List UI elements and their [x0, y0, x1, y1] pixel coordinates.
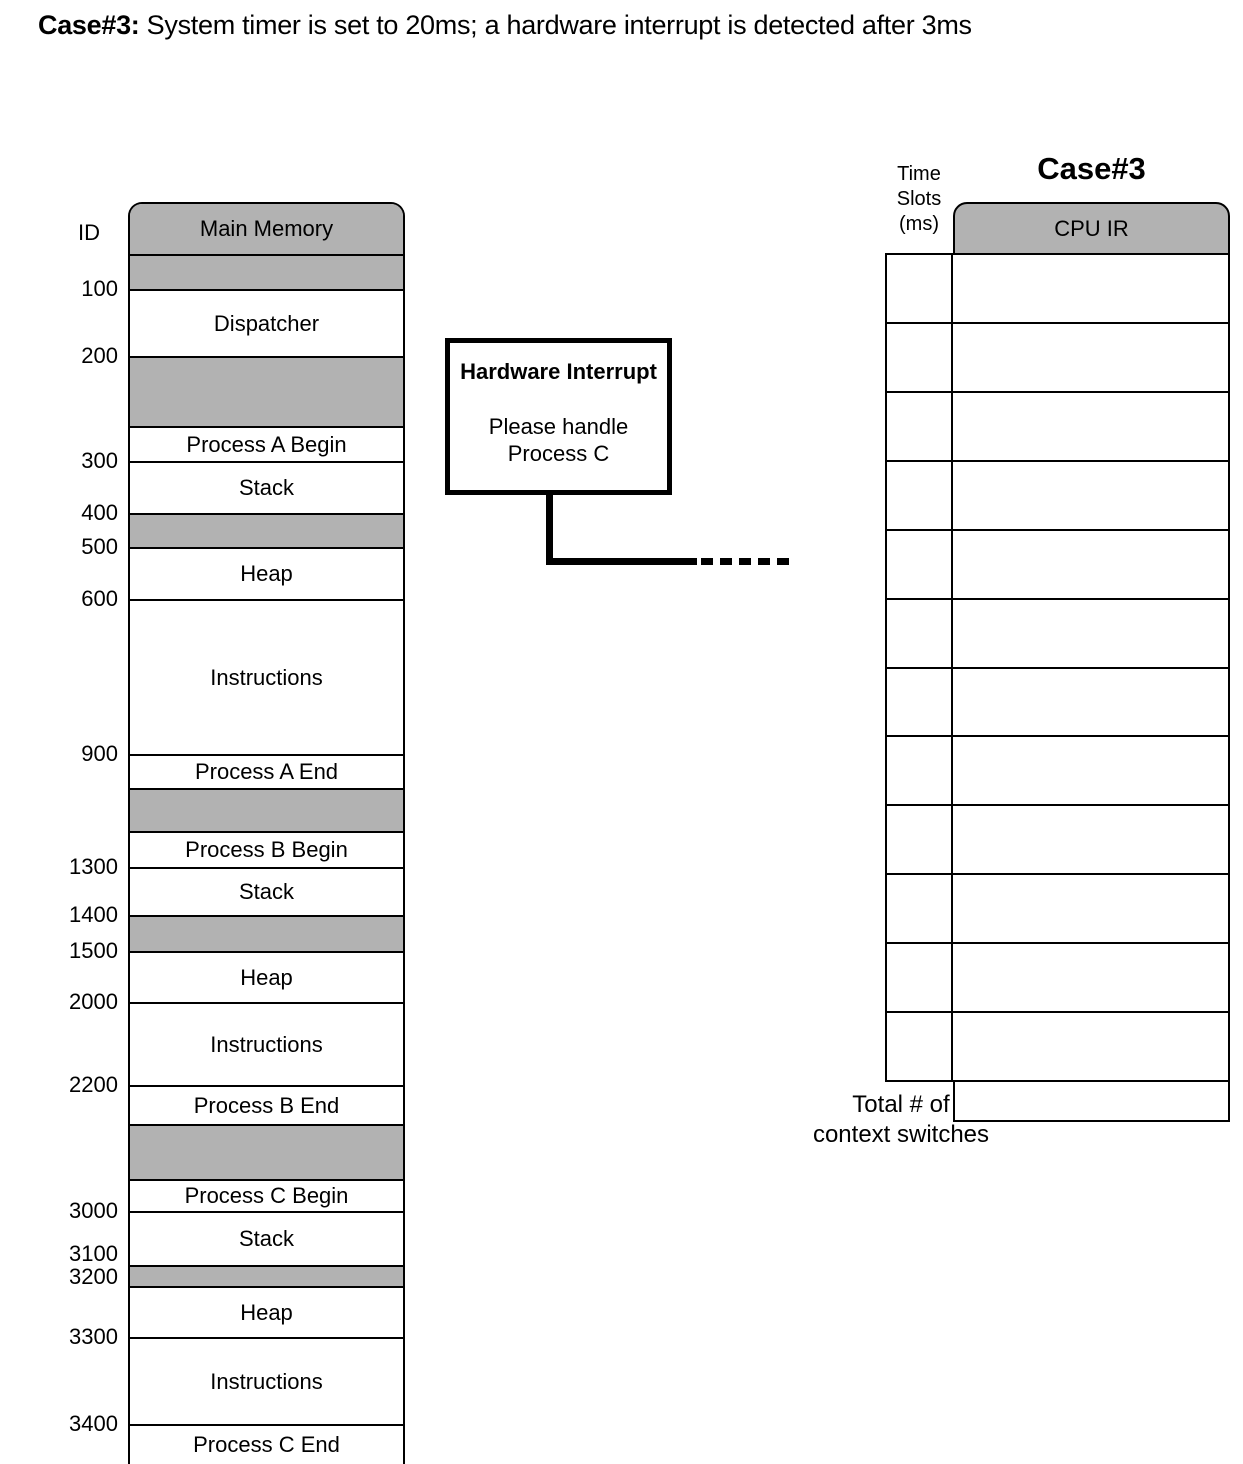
time-slot-cell[interactable] — [887, 392, 953, 460]
memory-id-label: 200 — [81, 343, 118, 368]
memory-gap — [130, 356, 403, 426]
memory-gap — [130, 915, 403, 951]
memory-gap — [130, 1265, 403, 1286]
table-row — [887, 873, 1228, 943]
table-row — [887, 1011, 1228, 1081]
hardware-interrupt-title: Hardware Interrupt — [460, 359, 657, 384]
memory-id-label: 2200 — [69, 1072, 118, 1097]
memory-id-label: 600 — [81, 586, 118, 611]
memory-id-label: 2000 — [69, 989, 118, 1014]
interrupt-connector-vertical-line — [546, 493, 553, 565]
memory-process-b-instructions: Instructions — [130, 1002, 403, 1085]
cpu-ir-cell[interactable] — [953, 1013, 1228, 1080]
memory-id-label: 300 — [81, 448, 118, 473]
time-slot-cell[interactable] — [887, 737, 953, 805]
page-title-case-label: Case#3: — [38, 10, 140, 40]
memory-process-c-stack: Stack — [130, 1211, 403, 1265]
memory-id-label: 500 — [81, 534, 118, 559]
time-slots-label: Time Slots (ms) — [896, 163, 942, 235]
time-slot-cell[interactable] — [887, 1013, 953, 1081]
time-slot-cell[interactable] — [887, 875, 953, 943]
table-row — [887, 528, 1228, 598]
interrupt-connector-horizontal-line — [546, 558, 697, 565]
time-slot-cell[interactable] — [887, 255, 953, 322]
table-row — [887, 804, 1228, 874]
memory-process-a-begin: Process A Begin — [130, 426, 403, 461]
total-context-switches-box[interactable] — [953, 1080, 1230, 1122]
cpu-ir-cell[interactable] — [953, 531, 1228, 598]
hardware-interrupt-callout: Hardware Interrupt Please handle Process… — [445, 338, 672, 495]
time-slot-cell[interactable] — [887, 323, 953, 391]
table-row — [887, 321, 1228, 391]
cpu-ir-cell[interactable] — [953, 944, 1228, 1011]
cpu-ir-header: CPU IR — [953, 202, 1230, 255]
memory-process-b-heap: Heap — [130, 951, 403, 1002]
memory-id-label: 3000 — [69, 1198, 118, 1223]
memory-process-c-begin: Process C Begin — [130, 1179, 403, 1211]
table-row — [887, 597, 1228, 667]
memory-process-b-begin: Process B Begin — [130, 831, 403, 867]
cpu-ir-cell[interactable] — [953, 255, 1228, 322]
time-slot-cell[interactable] — [887, 461, 953, 529]
cpu-ir-cell[interactable] — [953, 806, 1228, 873]
memory-process-a-end: Process A End — [130, 754, 403, 788]
total-context-switches-label: Total # of context switches — [812, 1091, 990, 1148]
memory-gap — [130, 254, 403, 289]
memory-id-label: 1300 — [69, 854, 118, 879]
cpu-ir-cell[interactable] — [953, 462, 1228, 529]
page-title: Case#3: System timer is set to 20ms; a h… — [38, 10, 972, 41]
table-row — [887, 459, 1228, 529]
memory-process-a-stack: Stack — [130, 461, 403, 513]
time-slot-cell[interactable] — [887, 806, 953, 874]
memory-id-label: 1500 — [69, 938, 118, 963]
memory-id-label: 1400 — [69, 902, 118, 927]
schedule-title: Case#3 — [1037, 151, 1146, 186]
memory-gap — [130, 513, 403, 547]
memory-process-b-stack: Stack — [130, 867, 403, 915]
cpu-ir-cell[interactable] — [953, 737, 1228, 804]
time-slot-cell[interactable] — [887, 599, 953, 667]
table-row — [887, 735, 1228, 805]
time-slot-cell[interactable] — [887, 668, 953, 736]
memory-id-label: 100 — [81, 276, 118, 301]
cpu-schedule-table — [885, 253, 1230, 1082]
memory-id-label: 900 — [81, 741, 118, 766]
time-slot-cell[interactable] — [887, 944, 953, 1012]
table-row — [887, 390, 1228, 460]
table-row — [887, 942, 1228, 1012]
cpu-ir-cell[interactable] — [953, 875, 1228, 942]
memory-id-header: ID — [78, 220, 100, 245]
cpu-ir-cell[interactable] — [953, 393, 1228, 460]
table-row — [887, 666, 1228, 736]
memory-process-c-heap: Heap — [130, 1286, 403, 1337]
memory-id-label: 3400 — [69, 1411, 118, 1436]
cpu-ir-cell[interactable] — [953, 669, 1228, 736]
time-slot-cell[interactable] — [887, 530, 953, 598]
memory-id-label: 3100 — [69, 1241, 118, 1266]
memory-process-a-instructions: Instructions — [130, 599, 403, 754]
table-row — [887, 255, 1228, 322]
memory-process-c-end: Process C End — [130, 1424, 403, 1464]
memory-id-label: 3300 — [69, 1324, 118, 1349]
memory-process-a-heap: Heap — [130, 547, 403, 599]
page-title-text: System timer is set to 20ms; a hardware … — [139, 10, 972, 40]
memory-gap — [130, 788, 403, 831]
memory-id-label: 3200 — [69, 1264, 118, 1289]
memory-id-label: 400 — [81, 500, 118, 525]
interrupt-connector-dashed-line — [701, 558, 790, 565]
memory-process-b-end: Process B End — [130, 1085, 403, 1124]
memory-gap — [130, 1124, 403, 1179]
cpu-ir-cell[interactable] — [953, 324, 1228, 391]
cpu-ir-cell[interactable] — [953, 600, 1228, 667]
memory-process-c-instructions: Instructions — [130, 1337, 403, 1424]
memory-header: Main Memory — [130, 204, 403, 254]
memory-dispatcher: Dispatcher — [130, 289, 403, 356]
hardware-interrupt-message: Please handle Process C — [488, 414, 629, 466]
